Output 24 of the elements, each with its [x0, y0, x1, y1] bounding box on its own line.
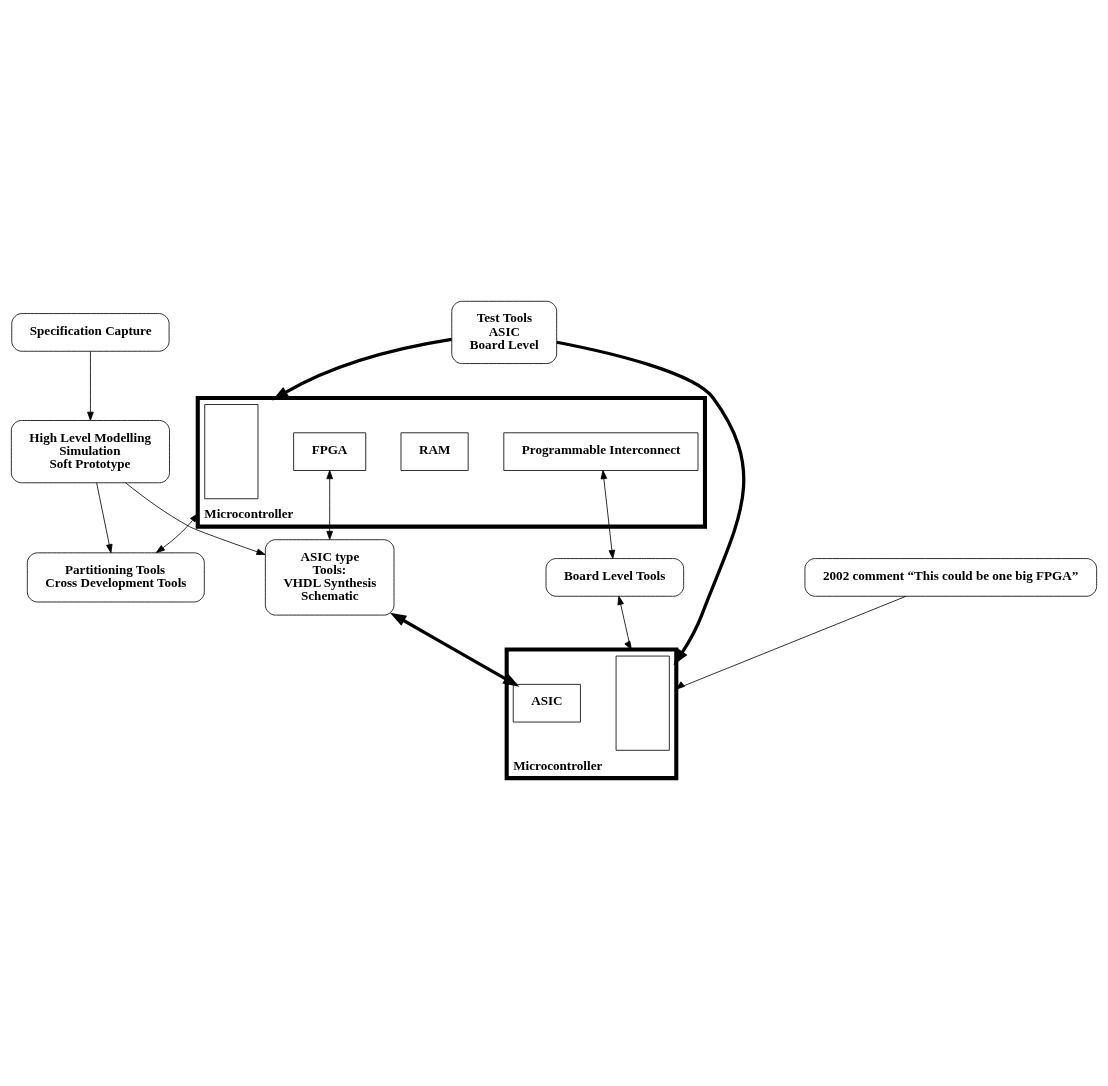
node-box: 2002 comment “This could be one big FPGA”	[804, 558, 1098, 597]
node-box: Board Level Tools	[545, 558, 685, 597]
arrow	[389, 612, 520, 687]
node-box: High Level Modelling Simulation Soft Prototype	[10, 420, 170, 484]
arrow	[326, 470, 333, 540]
node-box	[615, 655, 670, 751]
arrow	[96, 482, 113, 554]
node-box: ASIC	[512, 683, 581, 723]
arrow	[556, 340, 746, 666]
node-box: Specification Capture	[11, 313, 170, 352]
arrow	[600, 470, 616, 559]
arrow	[125, 482, 266, 555]
node-box: Test Tools ASIC Board Level	[451, 300, 558, 364]
arrow	[675, 595, 907, 690]
arrow	[617, 595, 632, 650]
node-box: Programmable Interconnect	[503, 432, 699, 471]
node-box: FPGA	[293, 432, 367, 471]
node-box: Partitioning Tools Cross Development Tools	[26, 552, 205, 603]
node-box: ASIC type Tools: VHDL Synthesis Schematic	[264, 539, 395, 616]
arrow	[87, 350, 94, 421]
node-box: RAM	[400, 432, 469, 471]
arrow	[272, 337, 452, 401]
node-box	[204, 404, 259, 500]
arrow	[155, 513, 199, 553]
